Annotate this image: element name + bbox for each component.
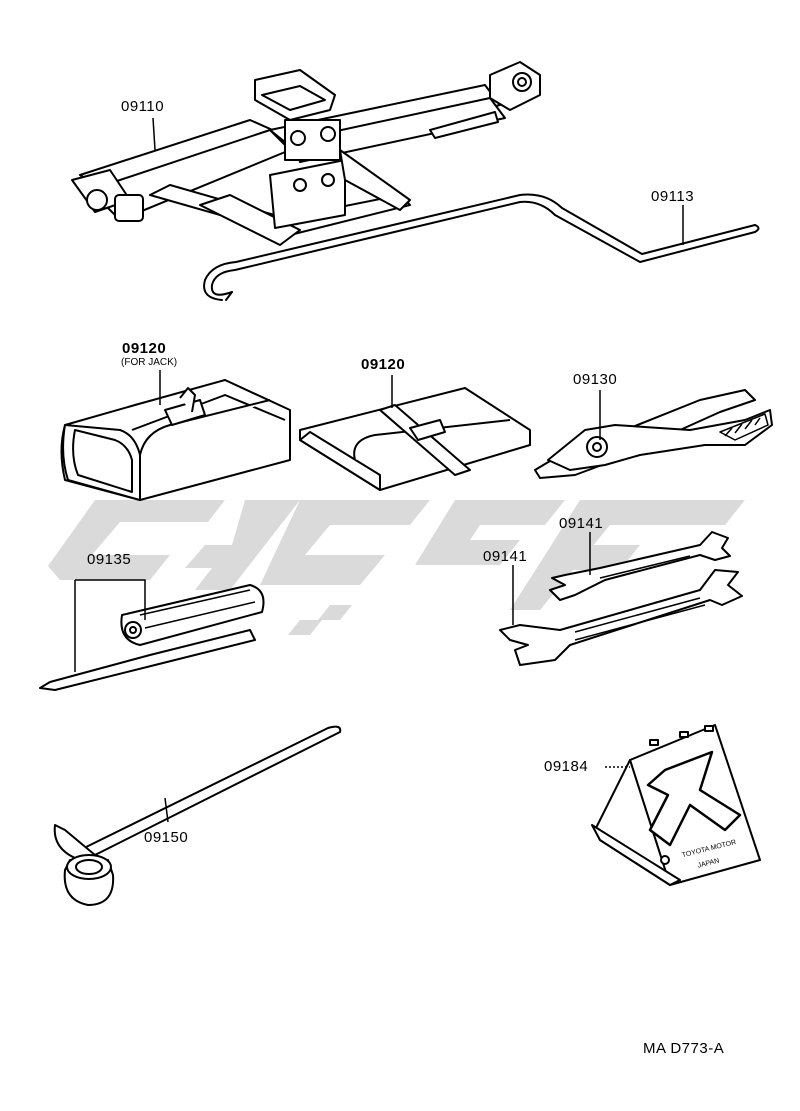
jack-handle-drawing [203,193,760,301]
label-wrench-small: 09141 [559,515,604,532]
pliers-drawing [534,389,773,479]
jack-bag-drawing [60,379,291,501]
label-jack: 09110 [121,98,165,115]
label-jack-handle: 09113 [651,188,695,205]
label-wrench-large: 09141 [483,548,528,565]
watermark-logo [48,500,745,635]
leader-lines [74,117,684,823]
wheel-chock-drawing: TOYOTA MOTOR JAPAN [591,724,761,886]
label-jack-bag-note: (FOR JACK) [121,357,178,368]
wrench-large-drawing [499,569,743,666]
footer-code: MA D773-A [643,1040,725,1057]
label-lug-wrench: 09150 [144,829,189,846]
lug-wrench-drawing [53,725,342,906]
tool-bag-drawing [299,387,531,491]
wrench-small-drawing [549,531,731,601]
label-tool-bag: 09120 [361,356,406,373]
label-screwdriver: 09135 [87,551,132,568]
label-pliers: 09130 [573,371,618,388]
scissor-jack-drawing [71,61,541,246]
label-jack-bag: 09120 [122,340,167,357]
screwdriver-drawing [39,584,265,691]
label-wheel-chock: 09184 [544,758,589,775]
